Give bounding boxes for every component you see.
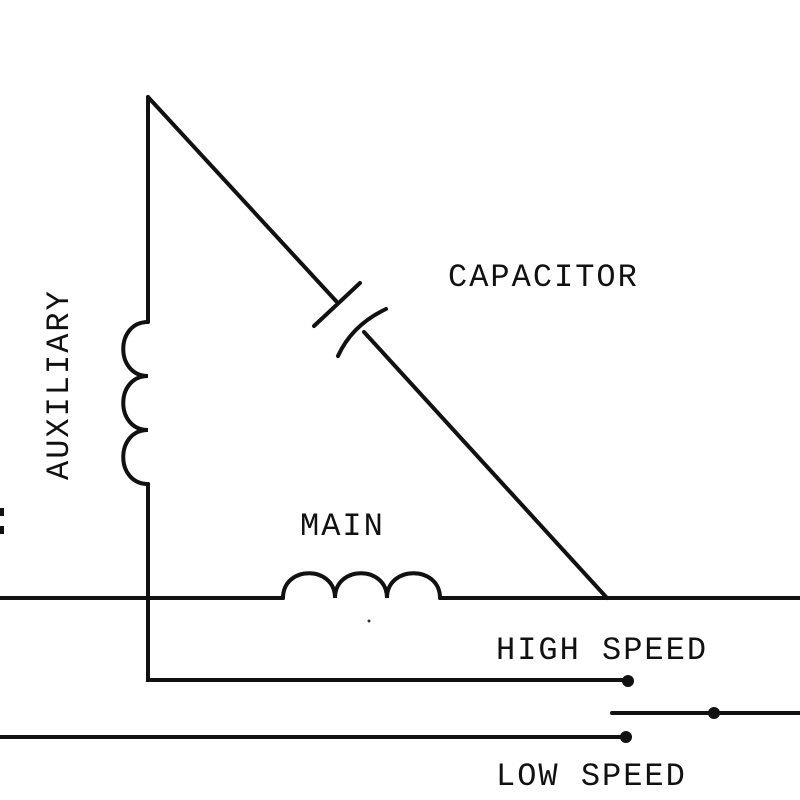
low-speed-terminal xyxy=(620,731,632,743)
main-coil xyxy=(281,571,442,600)
low-speed-label: LOW SPEED xyxy=(496,758,687,795)
speck xyxy=(367,619,371,623)
capacitor-label: CAPACITOR xyxy=(448,259,639,296)
capacitor-plate-straight xyxy=(312,281,362,328)
capacitor-wire-upper xyxy=(146,95,338,303)
auxiliary-coil xyxy=(121,320,150,486)
high-speed-terminal xyxy=(622,675,634,687)
auxiliary-wire-lower xyxy=(146,482,628,682)
cropped-glyph xyxy=(0,508,4,516)
capacitor-wire-lower xyxy=(362,330,609,600)
main-label: MAIN xyxy=(300,508,385,545)
switch-pivot xyxy=(708,707,720,719)
auxiliary-label: AUXILIARY xyxy=(41,289,78,480)
high-speed-label: HIGH SPEED xyxy=(496,632,708,669)
cropped-glyph xyxy=(0,526,4,534)
capacitor-plate-curved xyxy=(336,307,388,358)
